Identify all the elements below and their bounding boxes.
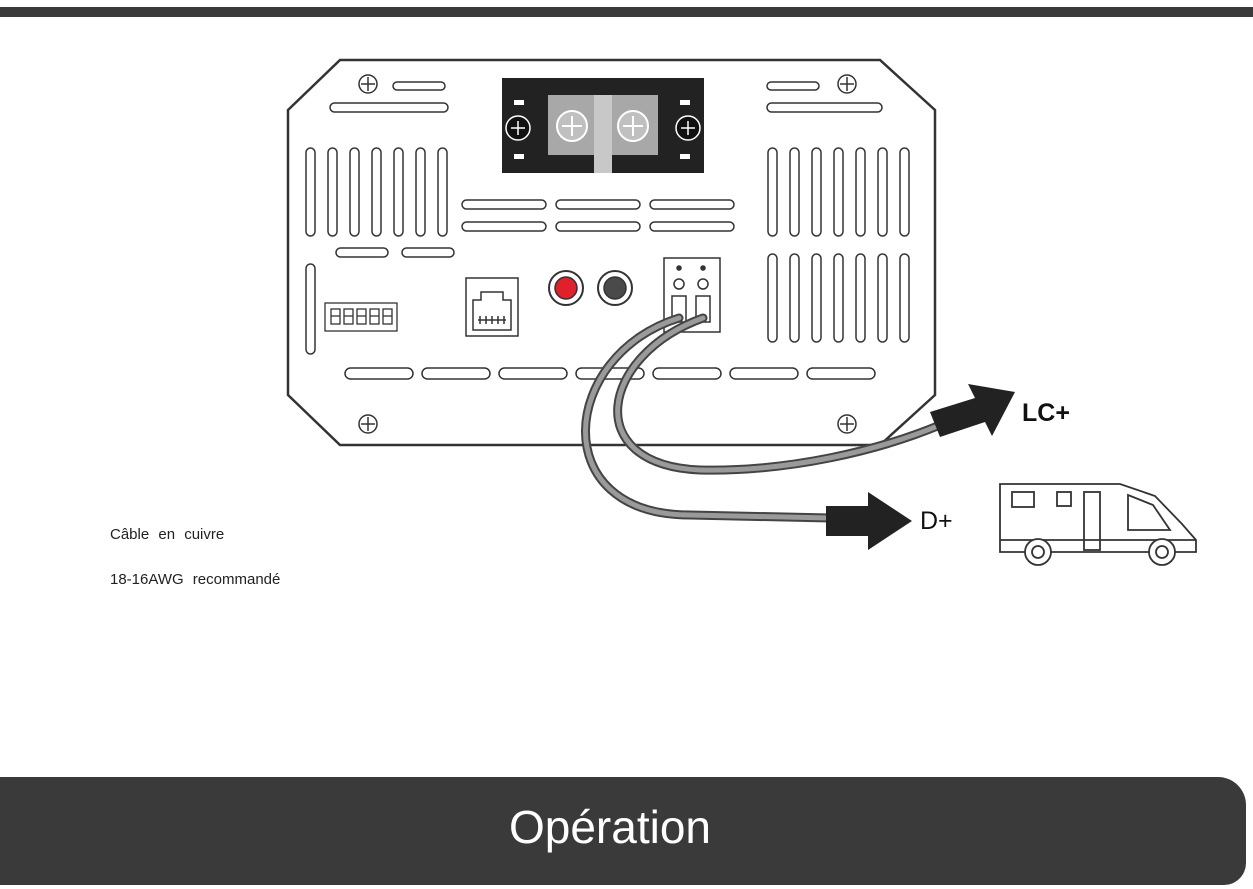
screw-icon [837,414,857,434]
top-rule [0,7,1253,17]
dip-switch-icon [324,302,398,332]
arrow-icon [826,492,912,550]
red-terminal [548,270,584,306]
screw-icon [358,74,378,94]
footer-band [0,777,1246,885]
section-title: Opération [508,801,711,853]
black-terminal [597,270,633,306]
vent-slots-right [767,147,910,343]
campervan-icon [999,483,1197,566]
screw-icon [837,74,857,94]
main-terminal-block [502,78,704,173]
vent-slots-left [305,147,455,355]
vent-slots-center [461,199,735,232]
cable-spec-line-2: 18-16AWG recommandé [110,571,281,588]
lc-plus-label: LC+ [1022,399,1070,427]
cable-spec-line-1: Câble en cuivre [110,526,225,543]
vent-slots-top [329,81,883,113]
d-plus-label: D+ [920,507,953,535]
arrow-icon [930,384,1015,437]
screw-icon [358,414,378,434]
cables [581,313,945,523]
rj45-port-icon [465,277,519,337]
